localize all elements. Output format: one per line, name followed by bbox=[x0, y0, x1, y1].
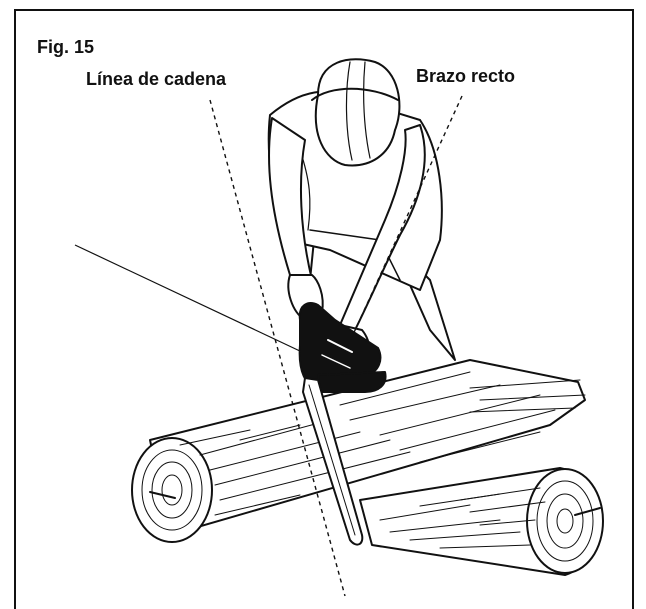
figure-number: Fig. 15 bbox=[37, 37, 95, 57]
chain-line bbox=[209, 99, 346, 597]
pointer-line bbox=[74, 244, 303, 353]
straight-arm-label: Brazo recto bbox=[416, 66, 516, 86]
worker bbox=[267, 58, 456, 373]
back-log bbox=[359, 467, 604, 576]
chainsaw bbox=[298, 302, 387, 546]
front-log bbox=[131, 359, 586, 543]
reference-lines bbox=[74, 95, 463, 597]
chain-line-label: Línea de cadena bbox=[86, 69, 227, 89]
logs bbox=[131, 359, 604, 576]
straight-arm-line bbox=[345, 95, 463, 351]
